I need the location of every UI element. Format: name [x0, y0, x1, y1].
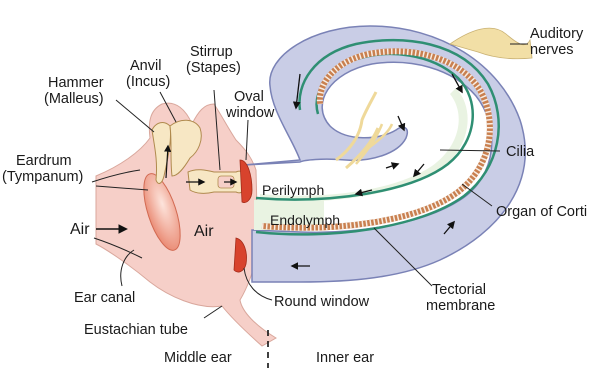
label-ear-canal: Ear canal [74, 290, 135, 306]
label-endolymph: Endolymph [270, 212, 340, 228]
label-round-window: Round window [274, 294, 370, 310]
leader-hammer [116, 100, 154, 132]
label-auditory-nerves: Auditory nerves [530, 26, 587, 58]
label-eardrum: Eardrum (Tympanum) [2, 153, 83, 185]
label-tectorial-membrane: Tectorial membrane [426, 282, 495, 314]
flow-arrow-8 [386, 164, 398, 168]
label-organ-of-corti: Organ of Corti [496, 204, 587, 220]
leader-eustachian [204, 306, 222, 318]
label-stirrup: Stirrup (Stapes) [186, 44, 241, 76]
label-perilymph: Perilymph [262, 182, 324, 198]
label-eustachian-tube: Eustachian tube [84, 322, 188, 338]
label-hammer: Hammer (Malleus) [44, 75, 108, 107]
label-middle-ear: Middle ear [164, 350, 232, 366]
label-air-middle: Air [194, 223, 214, 240]
label-oval-window: Oval window [225, 89, 275, 121]
label-anvil: Anvil (Incus) [126, 58, 170, 90]
label-cilia: Cilia [506, 144, 535, 160]
label-inner-ear: Inner ear [316, 350, 374, 366]
label-air-outer: Air [70, 221, 90, 238]
